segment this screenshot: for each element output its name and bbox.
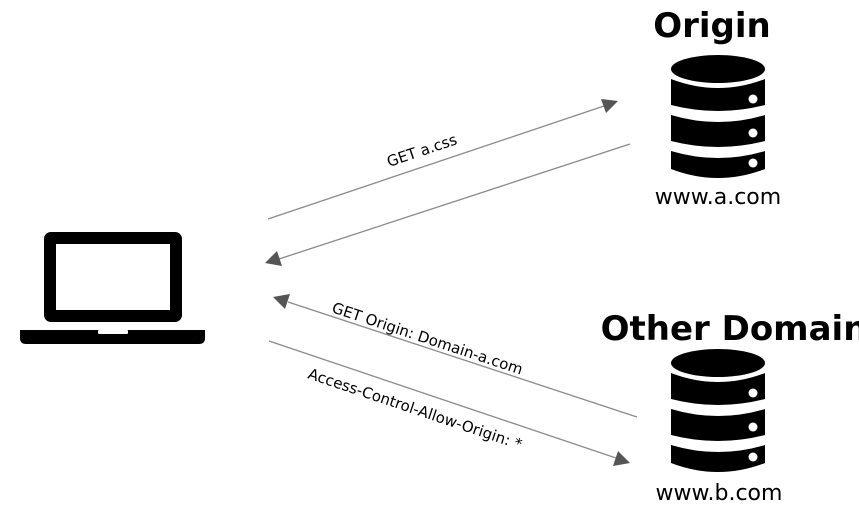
request-arrow-origin	[267, 99, 618, 220]
edge-label-get-css: GET a.css	[385, 130, 460, 170]
database-icon	[671, 55, 765, 178]
other-host: www.b.com	[656, 481, 783, 506]
origin-title: Origin	[653, 6, 771, 46]
response-arrow-origin	[265, 143, 631, 266]
other-domain-title: Other Domain	[601, 309, 859, 349]
response-arrow-other	[268, 340, 630, 466]
request-arrow-other	[273, 294, 638, 418]
database-icon	[671, 349, 765, 472]
origin-host: www.a.com	[655, 185, 781, 210]
edge-label-get-origin: GET Origin: Domain-a.com	[330, 299, 525, 379]
laptop-icon	[20, 232, 205, 344]
edge-label-acao: Access-Control-Allow-Origin: *	[306, 365, 525, 454]
